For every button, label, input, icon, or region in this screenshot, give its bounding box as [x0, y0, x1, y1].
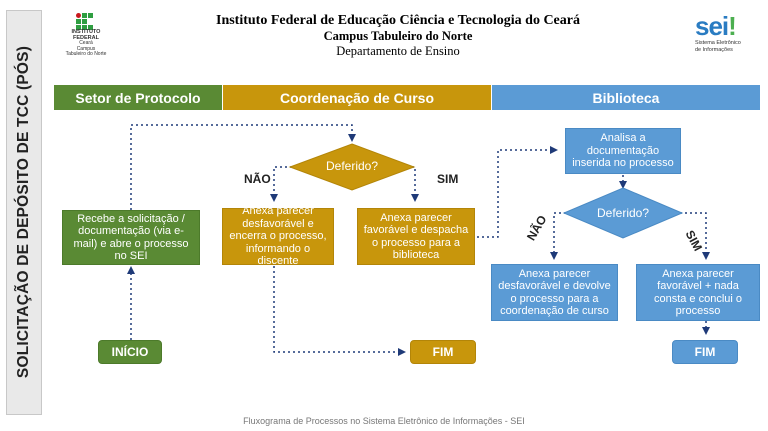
connector-deferido-sim — [411, 166, 419, 202]
ifce-logo-text: INSTITUTO FEDERAL Ceará Campus Tabuleiro… — [54, 29, 118, 58]
lane-header-coordenacao: Coordenação de Curso — [223, 85, 491, 110]
ifce-line1: INSTITUTO — [71, 29, 101, 35]
sim-coord-label: SIM — [437, 172, 459, 186]
footer-caption: Fluxograma de Processos no Sistema Eletr… — [243, 416, 525, 426]
campus-name: Campus Tabuleiro do Norte — [323, 29, 473, 43]
terminal-inicio: INÍCIO — [98, 340, 162, 364]
process-recebe-solicitacao: Recebe a solicitação / documentação (via… — [62, 210, 200, 265]
connector-bib-nao — [550, 212, 566, 260]
terminal-fim-bib: FIM — [672, 340, 738, 364]
connector-fav-analisa — [477, 146, 558, 238]
terminal-fim-coord: FIM — [410, 340, 476, 364]
connector-desfav-fim — [273, 266, 406, 356]
deferido-bib-label: Deferido? — [596, 206, 650, 220]
process-anexa-favoravel-bib: Anexa parecer favorável + nada consta e … — [636, 264, 760, 321]
sei-word: sei — [695, 11, 729, 41]
deferido-coord-label: Deferido? — [325, 159, 379, 173]
sei-sub1: Sistema Eletrônico — [695, 40, 741, 46]
lane-header-protocolo: Setor de Protocolo — [54, 85, 222, 110]
lane-header-biblioteca: Biblioteca — [492, 85, 760, 110]
ifce-line3: Ceará — [79, 40, 93, 46]
sei-exclaim: ! — [728, 11, 737, 41]
header: Instituto Federal de Educação Ciência e … — [150, 13, 646, 59]
connector-bib-sim — [680, 212, 710, 260]
ifce-line5: Tabuleiro do Norte — [65, 51, 107, 57]
sei-sub2: de Informações — [695, 46, 733, 53]
decision-diamond-coord — [288, 143, 416, 191]
ifce-line4: Campus — [76, 45, 96, 52]
side-title-panel — [6, 10, 42, 415]
nao-coord-label: NÃO — [244, 172, 271, 186]
sei-logo: sei! Sistema Eletrônico de Informações — [695, 11, 755, 53]
institution-name: Instituto Federal de Educação Ciência e … — [216, 13, 580, 28]
process-anexa-desfavoravel-coord: Anexa parecer desfavorável e encerra o p… — [222, 205, 334, 267]
decision-diamond-bib — [562, 187, 684, 239]
department-name: Departamento de Ensino — [336, 44, 460, 58]
ifce-line2: FEDERAL — [73, 34, 99, 41]
connector-recebe-deferido — [130, 124, 356, 210]
connector-deferido-nao — [270, 166, 292, 202]
process-analisa-documentacao: Analisa a documentação inserida no proce… — [565, 128, 681, 174]
logo-dot-icon — [76, 13, 81, 18]
process-anexa-favoravel-coord: Anexa parecer favorável e despacha o pro… — [357, 208, 475, 265]
ifce-logo — [66, 13, 106, 61]
process-anexa-desfavoravel-bib: Anexa parecer desfavorável e devolve o p… — [491, 264, 618, 321]
